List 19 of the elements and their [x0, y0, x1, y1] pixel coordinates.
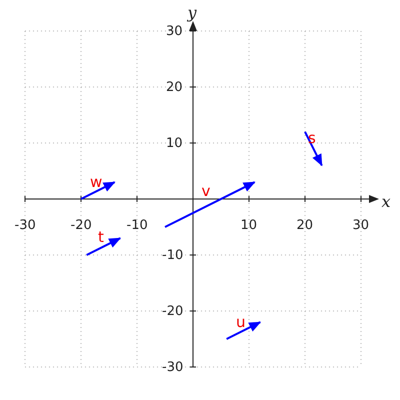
- tick-label: -30: [162, 361, 184, 375]
- tick-label: 10: [166, 137, 183, 151]
- vector-label: w: [90, 174, 102, 190]
- tick-label: -30: [14, 219, 36, 233]
- vector-label: s: [308, 130, 316, 146]
- vector-label: t: [98, 229, 104, 245]
- tick-label: -10: [126, 219, 148, 233]
- tick-label: 30: [352, 219, 370, 233]
- vector-label: u: [236, 314, 246, 330]
- tick-label: 20: [296, 219, 314, 233]
- tick-label: -20: [70, 219, 92, 233]
- vector-label: v: [202, 183, 210, 199]
- axis-title: x: [382, 193, 391, 210]
- tick-label: 10: [240, 219, 258, 233]
- tick-label: 20: [166, 81, 183, 95]
- tick-label: 30: [166, 25, 183, 39]
- axis-title: y: [188, 4, 197, 21]
- tick-label: -10: [162, 249, 184, 263]
- tick-label: -20: [162, 305, 184, 319]
